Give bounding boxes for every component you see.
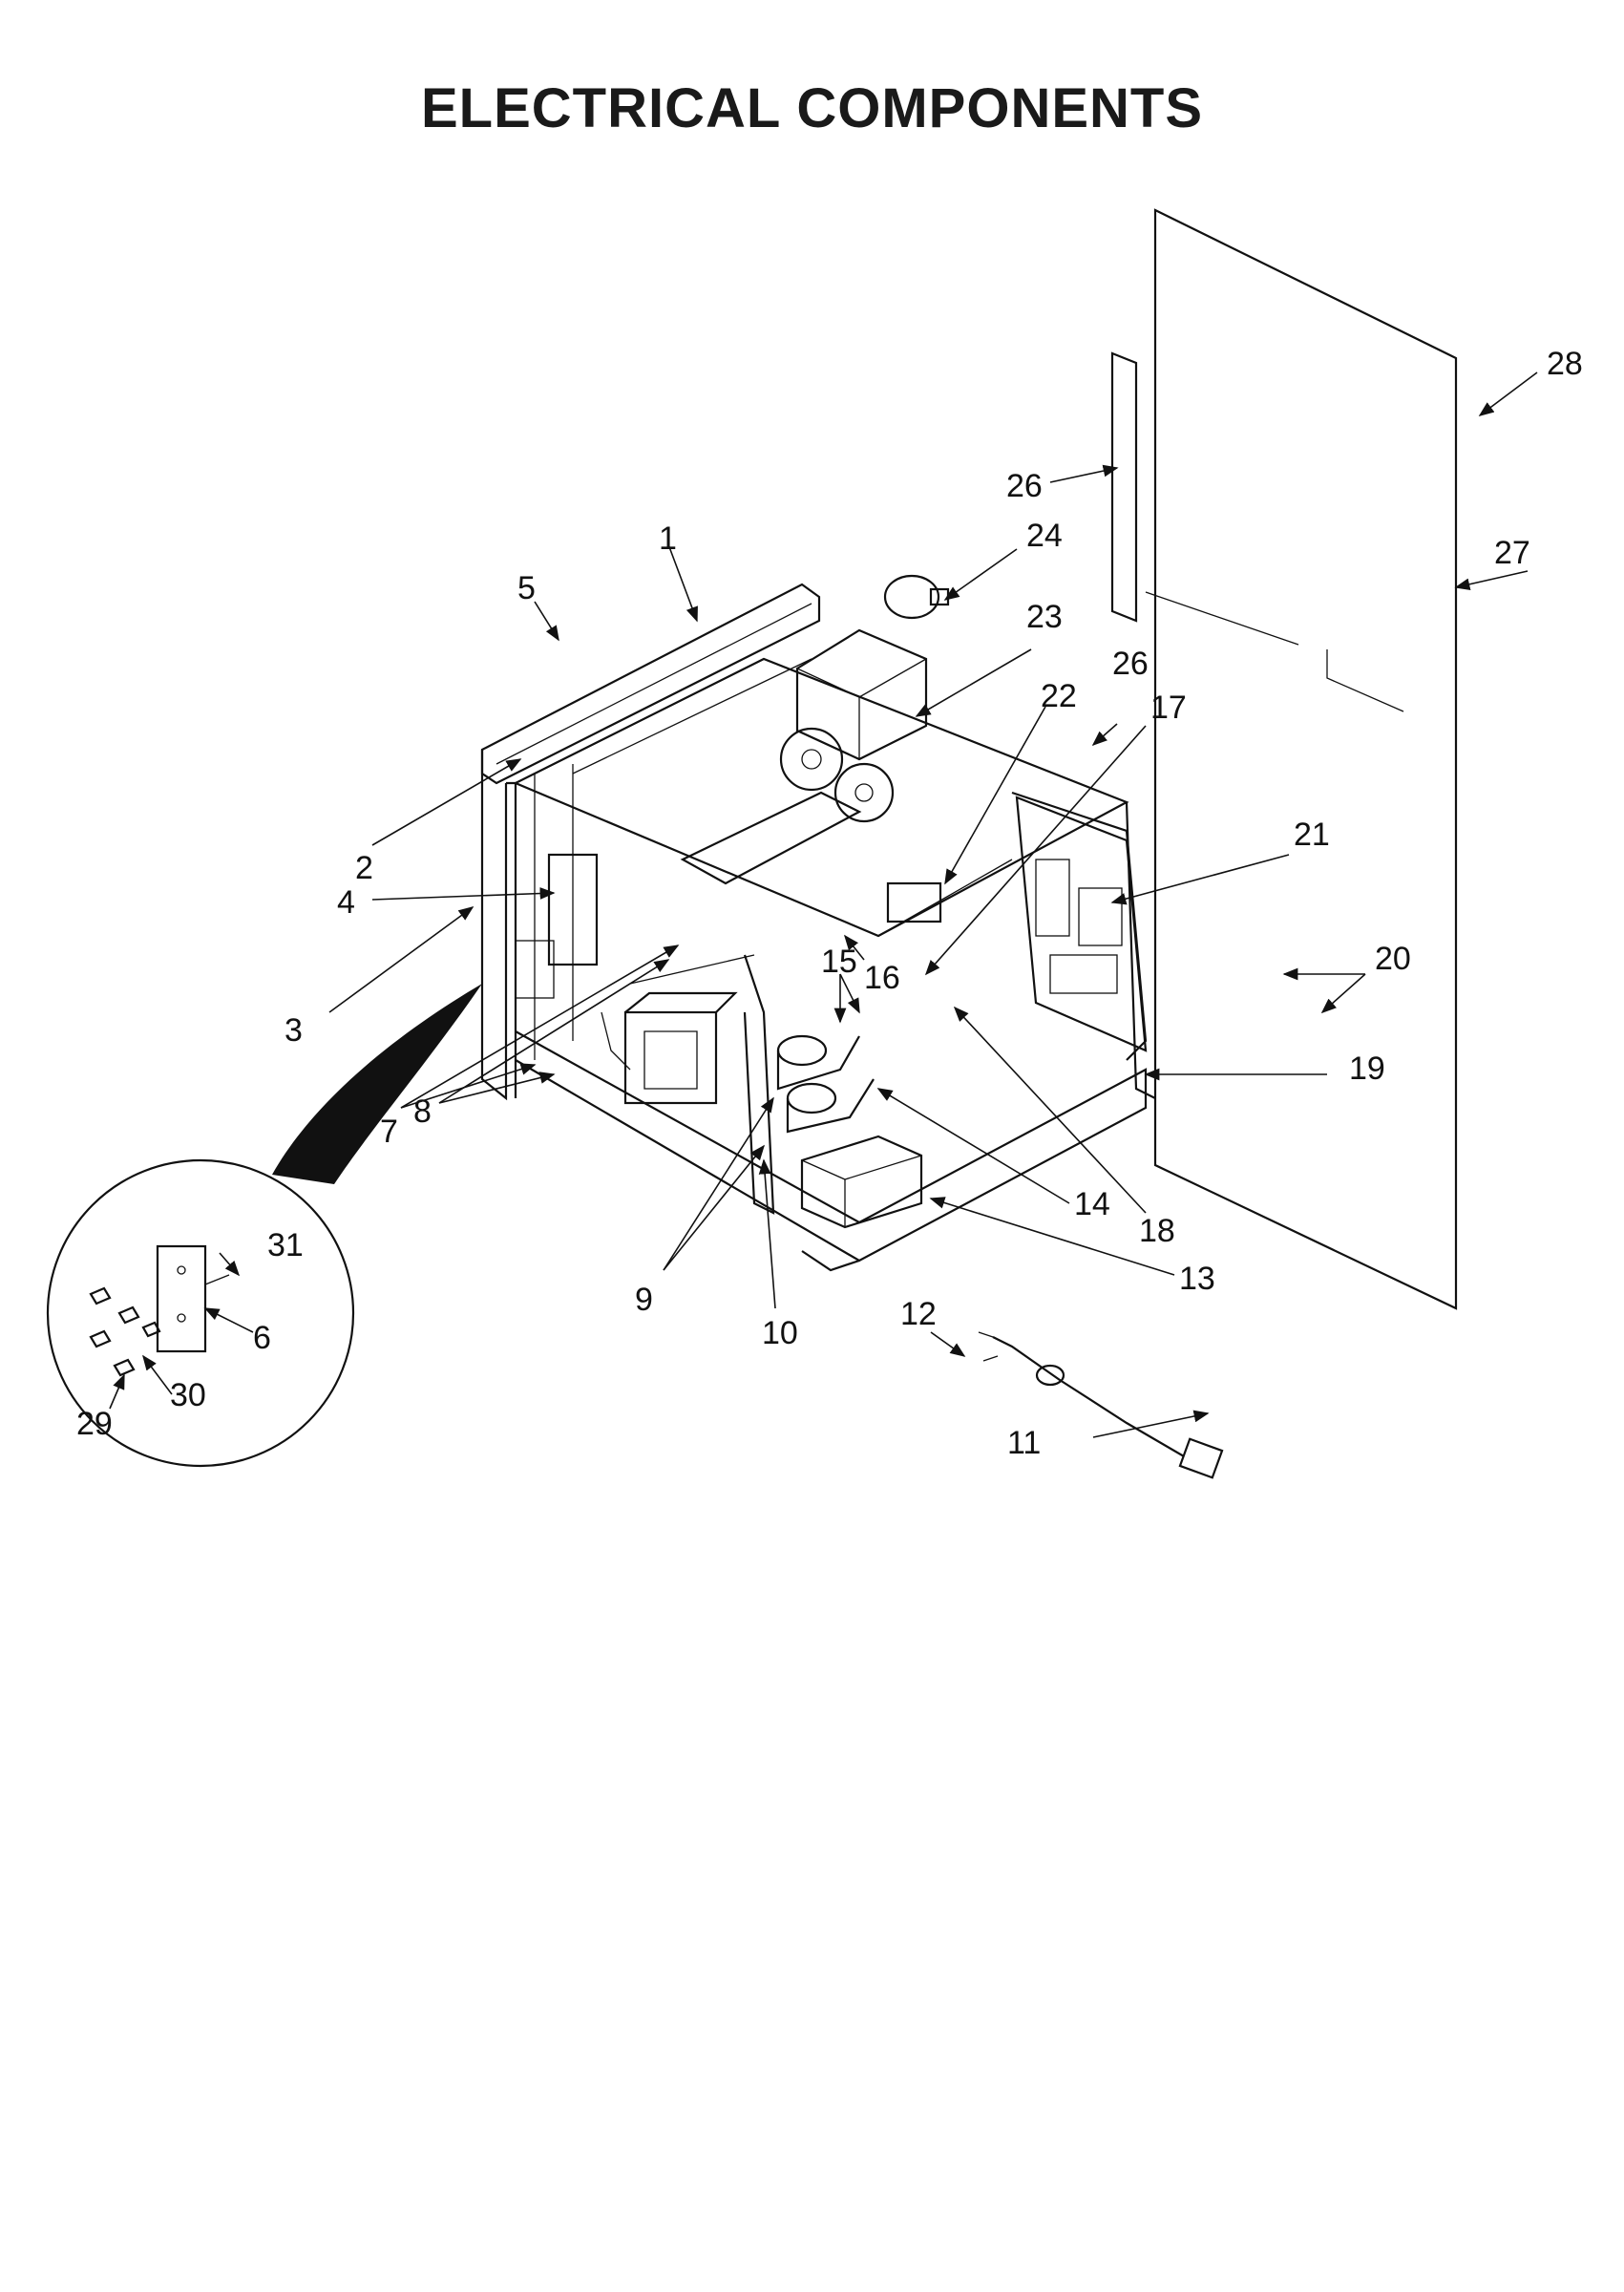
callout-11: 11	[1007, 1425, 1041, 1461]
callout-31: 31	[267, 1227, 304, 1263]
callout-6: 6	[253, 1320, 271, 1356]
callout-1: 1	[659, 520, 677, 557]
callout-2: 2	[355, 850, 373, 886]
callout-24: 24	[1026, 518, 1063, 554]
callout-9: 9	[635, 1282, 653, 1318]
callout-15: 15	[821, 944, 857, 980]
callout-30: 30	[170, 1377, 206, 1413]
power-cord	[978, 1331, 1224, 1479]
callout-28: 28	[1547, 346, 1583, 382]
callout-3: 3	[285, 1012, 303, 1049]
callout-5: 5	[517, 570, 536, 606]
callout-13: 13	[1179, 1261, 1215, 1297]
callout-27: 27	[1494, 535, 1530, 571]
callout-26-lower: 26	[1112, 646, 1149, 682]
callout-18: 18	[1139, 1213, 1175, 1249]
callout-22: 22	[1041, 678, 1077, 714]
side-panel	[1110, 208, 1458, 1310]
callout-10: 10	[762, 1315, 798, 1351]
callout-7: 7	[380, 1114, 398, 1150]
leader-lines	[109, 371, 1538, 1438]
lamp-bulb	[883, 574, 950, 620]
callout-8: 8	[413, 1093, 432, 1130]
detail-bubble	[46, 984, 482, 1468]
page-title: ELECTRICAL COMPONENTS	[420, 77, 1204, 139]
callout-23: 23	[1026, 599, 1063, 635]
callout-19: 19	[1349, 1050, 1385, 1087]
callout-labels: 1 2 3 4 5 6 7 8 9 10 11 12 13 14 15 16 1…	[76, 346, 1583, 1461]
callout-12: 12	[900, 1296, 937, 1332]
callout-14: 14	[1074, 1186, 1110, 1222]
callout-21: 21	[1294, 817, 1330, 853]
callout-4: 4	[337, 884, 355, 921]
callout-29: 29	[76, 1406, 113, 1442]
callout-17: 17	[1150, 690, 1187, 726]
callout-26-upper: 26	[1006, 468, 1043, 504]
callout-20: 20	[1375, 941, 1411, 977]
callout-16: 16	[864, 960, 900, 996]
